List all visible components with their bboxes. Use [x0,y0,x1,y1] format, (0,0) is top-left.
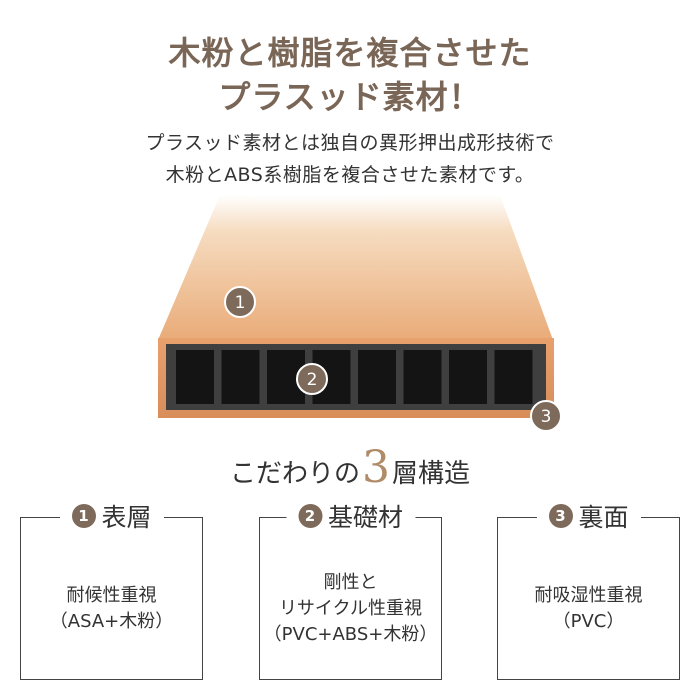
marker-3-label: 3 [541,407,552,427]
board-cells [176,350,533,404]
layer-line: （PVC+ABS+木粉） [263,623,438,645]
three-layer-headline: こだわりの3層構造 [0,442,700,493]
layer-box-back: 3 裏面 耐吸湿性重視 （PVC） [497,498,680,680]
layer-line: リサイクル性重視 [278,597,423,619]
board-top-face [158,195,553,340]
layer-title: 表層 [101,503,152,532]
marker-2: 2 [296,363,328,395]
board-cell [358,350,396,404]
board-cell [494,350,533,404]
headline-suffix: 層構造 [392,459,471,489]
number-badge-icon: 3 [548,504,573,528]
layer-line: 剛性と [323,571,378,593]
layer-box-header: 1 表層 [59,498,164,534]
marker-2-label: 2 [307,370,318,390]
number-badge-icon: 2 [297,504,322,528]
layer-description: 耐吸湿性重視 （PVC） [498,548,679,669]
marker-1-label: 1 [235,293,246,313]
board-cell [176,350,214,404]
layer-line: （PVC） [552,610,625,632]
layer-description: 剛性と リサイクル性重視 （PVC+ABS+木粉） [260,548,441,669]
description-line-2: 木粉とABS系樹脂を複合させた素材です。 [165,164,535,186]
layer-box-surface: 1 表層 耐候性重視 （ASA+木粉） [20,498,203,680]
board-cross-section-illustration: 1 2 3 [158,195,562,432]
layer-description: 耐候性重視 （ASA+木粉） [21,548,202,669]
description-line-1: プラスッド素材とは独自の異形押出成形技術で [145,132,555,154]
layer-title: 裏面 [578,503,629,532]
layer-box-header: 3 裏面 [536,498,641,534]
board-cell [221,350,260,404]
number-badge-icon: 1 [71,504,96,528]
layer-title: 基礎材 [327,503,404,532]
heading-line-2: プラスッド素材！ [218,78,482,116]
layer-box-base: 2 基礎材 剛性と リサイクル性重視 （PVC+ABS+木粉） [259,498,442,680]
board-cell [449,350,487,404]
headline-prefix: こだわりの [229,459,360,489]
board-cell [403,350,442,404]
marker-1: 1 [224,286,256,318]
layer-box-header: 2 基礎材 [285,498,416,534]
headline-number: 3 [362,442,390,493]
layer-line: 耐候性重視 [66,584,157,606]
heading-line-1: 木粉と樹脂を複合させた [168,34,532,72]
layer-line: 耐吸湿性重視 [534,584,643,606]
layer-line: （ASA+木粉） [49,610,174,632]
marker-3: 3 [530,400,562,432]
